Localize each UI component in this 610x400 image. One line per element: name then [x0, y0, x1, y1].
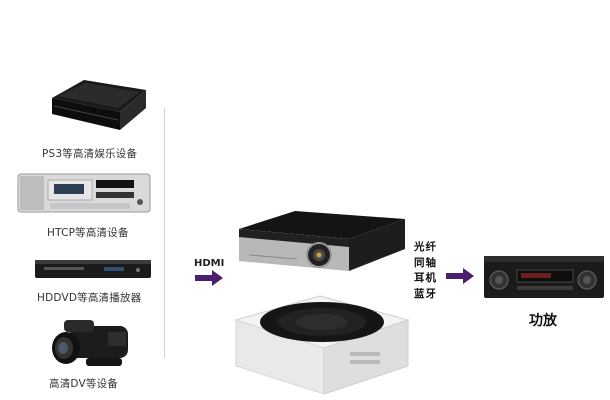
ps3-console-icon — [52, 80, 146, 130]
amplifier-label: 功放 — [529, 313, 557, 329]
connection-type: 耳机 — [414, 272, 437, 284]
source-divider-line — [164, 108, 165, 358]
source-label-camcorder: 高清DV等设备 — [49, 378, 118, 390]
source-label-hddvd: HDDVD等高清播放器 — [37, 292, 142, 304]
hdmi-label: HDMI — [194, 258, 225, 269]
amplifier-icon — [484, 256, 604, 298]
source-label-htpc: HTCP等高清设备 — [47, 227, 129, 239]
hddvd-player-icon — [35, 260, 151, 278]
connection-type: 蓝牙 — [414, 287, 437, 300]
hdmi-arrow — [195, 270, 223, 286]
connection-types-list: 光纤 同轴 耳机 蓝牙 — [414, 240, 437, 302]
source-label-ps3: PS3等高清娱乐设备 — [42, 148, 138, 160]
connection-type: 光纤 — [414, 241, 437, 253]
htpc-computer-icon — [17, 173, 151, 213]
speaker-dock-icon — [234, 295, 410, 395]
output-arrow — [446, 268, 474, 284]
connection-type: 同轴 — [414, 256, 437, 269]
camcorder-icon — [52, 320, 128, 366]
projector-icon — [239, 211, 405, 271]
